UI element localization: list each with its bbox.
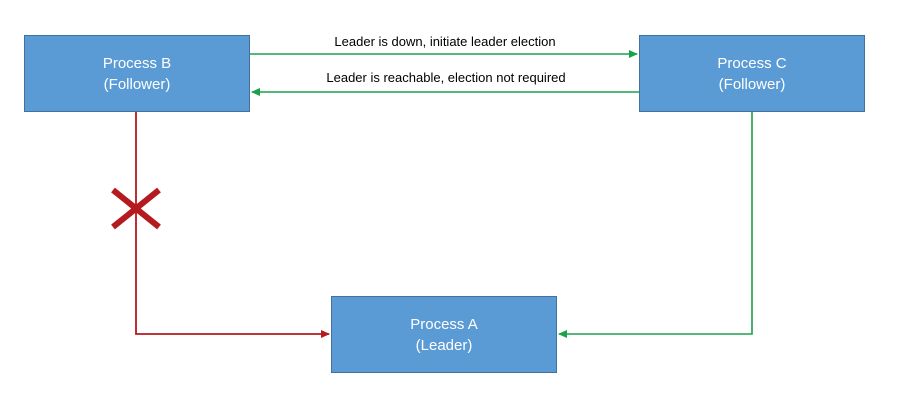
process-c-name: Process C	[717, 54, 787, 72]
process-c-role: (Follower)	[718, 75, 786, 93]
edge-b-to-c-label: Leader is down, initiate leader election	[334, 34, 555, 49]
process-b-name: Process B	[102, 54, 172, 72]
edge-c-to-b-label: Leader is reachable, election not requir…	[326, 70, 565, 85]
process-a-role: (Leader)	[415, 336, 473, 354]
process-a-node: Process A (Leader)	[331, 296, 557, 373]
edge-b-to-a	[135, 112, 330, 338]
process-b-role: (Follower)	[103, 75, 171, 93]
process-c-node: Process C (Follower)	[639, 35, 865, 112]
process-a-name: Process A	[410, 315, 478, 333]
process-b-node: Process B (Follower)	[24, 35, 250, 112]
cross-icon	[111, 187, 161, 230]
edge-c-to-a	[558, 112, 753, 338]
